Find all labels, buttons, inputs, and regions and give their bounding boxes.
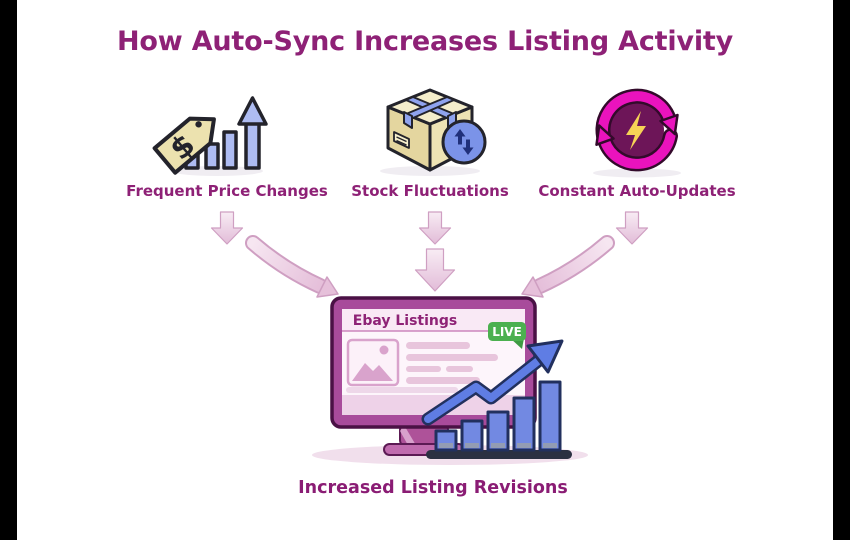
down-arrow-middle-large (414, 248, 456, 292)
curved-arrow-left (245, 235, 339, 298)
chart-platform (426, 450, 572, 459)
result-label: Increased Listing Revisions (298, 478, 568, 498)
factor-label-constant-auto-updates: Constant Auto-Updates (538, 182, 736, 200)
monitor-header-title: Ebay Listings (353, 313, 457, 329)
box-label (393, 131, 410, 149)
down-arrow-right (615, 211, 649, 245)
down-arrow-left (210, 211, 244, 245)
sync-arcs (595, 88, 678, 172)
screen-header (342, 309, 525, 331)
icon-shadow (593, 168, 681, 178)
sync-arrowhead-right (659, 113, 679, 136)
growth-arrow (421, 339, 564, 426)
down-arrow-middle-small (418, 211, 452, 245)
box-tape (403, 96, 457, 129)
listing-text-lines (346, 342, 498, 393)
right-edge-bar (833, 0, 850, 540)
curved-arrow-right (521, 235, 615, 298)
package-box-graphic (380, 88, 487, 176)
tag-hole (195, 121, 202, 128)
up-arrow-small (454, 129, 466, 145)
growth-bar-chart (421, 339, 572, 459)
page-title: How Auto-Sync Increases Listing Activity (117, 26, 733, 57)
mountain-glyph (352, 363, 393, 381)
sync-lightning-icon (578, 83, 696, 178)
fluctuation-badge (441, 119, 487, 165)
price-tag-growth-icon: $ (152, 84, 275, 176)
up-arrow (237, 96, 268, 170)
monitor-illustration: Ebay Listings (312, 296, 588, 465)
bar-base-shading (439, 443, 557, 448)
sync-lightning-graphic (593, 88, 681, 178)
listing-thumbnail (346, 338, 400, 387)
down-arrow-small (462, 139, 474, 155)
live-badge: LIVE (488, 322, 526, 349)
price-tag-growth-graphic: $ (152, 96, 268, 176)
package-box-icon (367, 82, 493, 176)
factor-label-frequent-price-changes: Frequent Price Changes (126, 182, 328, 200)
left-edge-bar (0, 0, 17, 540)
monitor-chin (342, 395, 525, 415)
sync-arrowhead-left (595, 124, 615, 146)
live-badge-label: LIVE (492, 325, 522, 339)
factor-label-stock-fluctuations: Stock Fluctuations (351, 182, 509, 200)
lightning-bolt (626, 111, 646, 150)
